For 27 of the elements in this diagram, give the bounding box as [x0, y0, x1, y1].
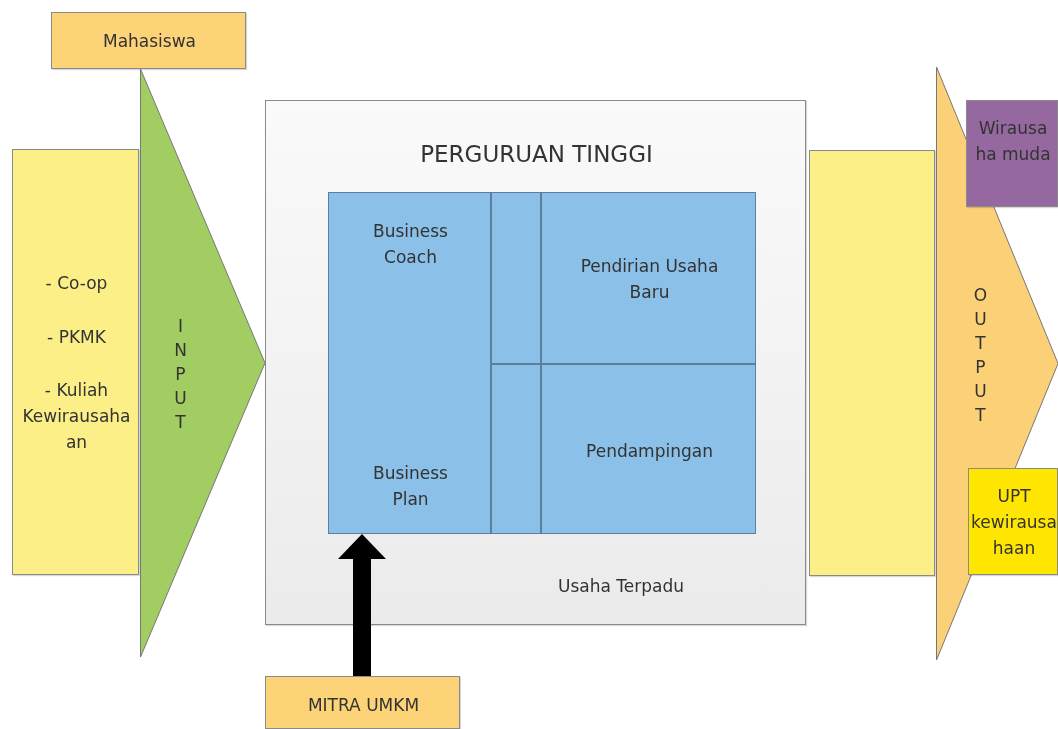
node-text: MITRA UMKM [306, 694, 421, 717]
arrow [338, 534, 386, 676]
vertical-label: OUTPUT [972, 284, 989, 427]
node-text: - Co-op [44, 272, 109, 295]
program-cell [541, 364, 756, 534]
label-box [51, 12, 246, 69]
node-text: Usaha Terpadu [557, 575, 685, 598]
node-text: Pendirian Usaha Baru [579, 255, 720, 304]
input-arrow-shape [140, 69, 265, 657]
node-text: Mahasiswa [101, 30, 197, 53]
node-text: UPT kewirausahaan [971, 485, 1057, 560]
list-box [12, 149, 139, 575]
result-box [968, 468, 1058, 575]
node-text: - PKMK [46, 326, 107, 349]
empty-box [809, 150, 935, 576]
node-text: - Kuliah Kewirausahaan [21, 379, 132, 454]
node-text: Business Coach [372, 220, 449, 269]
label-box [265, 676, 460, 729]
program-cell [541, 192, 756, 364]
vertical-label: INPUT [173, 315, 188, 434]
result-box [966, 100, 1058, 207]
institution-panel [265, 100, 806, 625]
node-text: Wirausaha muda [975, 117, 1051, 166]
node-text: Pendampingan [585, 440, 714, 463]
program-cell [328, 192, 491, 534]
panel-title: PERGURUAN TINGGI [419, 140, 654, 169]
node-text: Business Plan [372, 462, 449, 511]
